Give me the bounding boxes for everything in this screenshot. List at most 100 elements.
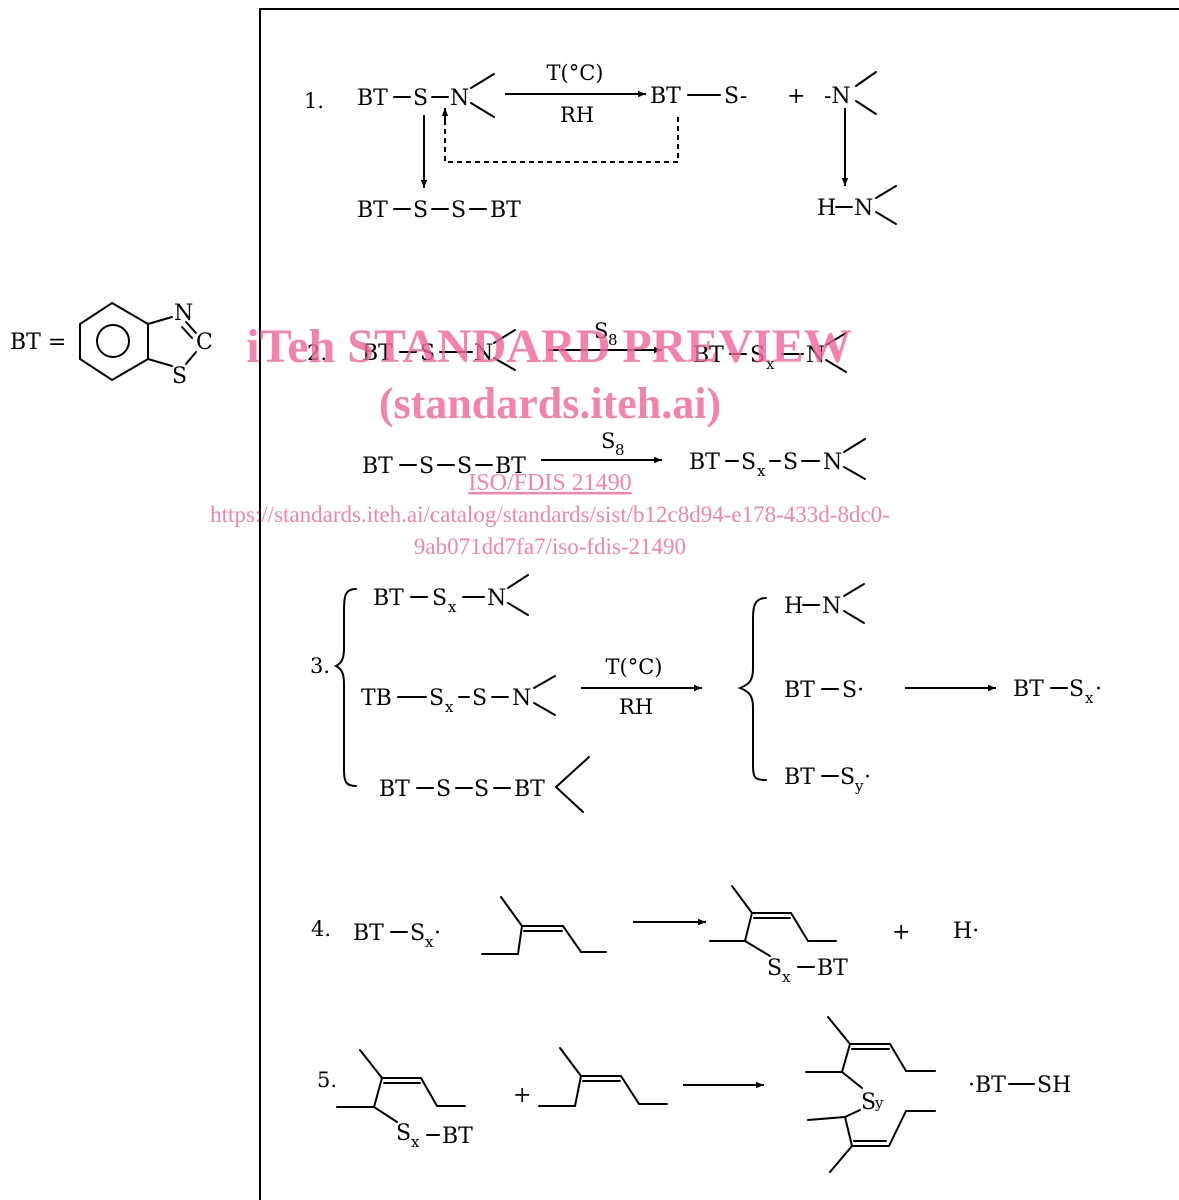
s1-disulfide-bt1: BT <box>357 198 388 223</box>
s3-l1-bt: BT <box>373 586 404 611</box>
s3-l3-s2: S <box>474 777 489 802</box>
bt-equals-label: BT = <box>10 330 66 355</box>
s3-l2-sub: x <box>445 698 454 716</box>
s2-r2-product-n: N <box>823 450 842 475</box>
s1-product-s: S- <box>724 84 747 109</box>
watermark-title: iTeh STANDARD PREVIEW <box>246 320 851 373</box>
s1-disulfide-s1: S <box>413 198 428 223</box>
s3-l2-s: S <box>429 686 444 711</box>
s5-product-sub: y <box>874 1094 884 1112</box>
bt-definition: BT = N C S <box>10 301 213 389</box>
s1-amine-h: H <box>817 196 836 221</box>
s2-r2-bt1: BT <box>362 454 393 479</box>
s2-r2-s2: S <box>457 454 472 479</box>
watermark-url-line2[interactable]: 9ab071dd7fa7/iso-fdis-21490 <box>414 534 686 559</box>
s3-l2-n: N <box>512 686 531 711</box>
s1-amine-n: N <box>854 196 873 221</box>
s3-r2-bt: BT <box>784 678 815 703</box>
s1-reactant-n: N <box>450 86 469 111</box>
watermark-subtitle: (standards.iteh.ai) <box>379 379 721 428</box>
s2-r2-reagent: S <box>601 429 615 453</box>
s1-disulfide-bt2: BT <box>490 198 521 223</box>
s4-alkene <box>481 896 607 955</box>
s3-final-dot: · <box>1095 677 1102 702</box>
s3-r2-s: S· <box>842 678 864 703</box>
s1-disulfide-s2: S <box>451 198 466 223</box>
watermark-url-line1[interactable]: https://standards.iteh.ai/catalog/standa… <box>210 502 890 527</box>
s3-cond-top: T(°C) <box>606 655 663 679</box>
s4-product-bt: BT <box>817 956 848 981</box>
s4-reactant-dot: · <box>434 921 441 946</box>
s1-cond-top: T(°C) <box>547 61 604 85</box>
s1-cond-bottom: RH <box>560 103 594 127</box>
s1-plus: + <box>787 84 805 109</box>
s2-r1-reagent: S <box>594 319 608 343</box>
s4-plus: + <box>892 920 910 945</box>
s5-product <box>805 1016 936 1173</box>
s3-final-s: S <box>1069 677 1084 702</box>
s3-l3-s1: S <box>436 777 451 802</box>
s2-r2-product-sub: x <box>757 462 766 480</box>
s3-l1-s: S <box>432 586 447 611</box>
ring-c-label: C <box>196 330 213 355</box>
watermark: iTeh STANDARD PREVIEW (standards.iteh.ai… <box>210 320 890 559</box>
s1-reactant-s: S <box>413 86 428 111</box>
s2-r1-product-sub: x <box>766 355 775 373</box>
s4-reactant-bt: BT <box>353 921 384 946</box>
s3-l3-bt1: BT <box>379 777 410 802</box>
s2-r2-reagent-sub: 8 <box>615 441 625 459</box>
s5-r1-s: S <box>396 1121 411 1146</box>
s2-r2-product-s1: S <box>741 450 756 475</box>
s4-reactant-sub: x <box>425 933 434 951</box>
s4-reactant-s: S <box>410 921 425 946</box>
s3-final-bt: BT <box>1013 677 1044 702</box>
step-4: 4. BT S x · S x BT + H· <box>311 885 979 986</box>
s2-r1-product-s: S <box>750 343 765 368</box>
s5-plus: + <box>513 1083 531 1108</box>
s4-product-s: S <box>767 956 782 981</box>
s3-r3-bt: BT <box>784 765 815 790</box>
s2-r1-bt: BT <box>362 341 393 366</box>
s3-l3-bt2: BT <box>514 777 545 802</box>
step-number-2: 2. <box>307 341 327 365</box>
s2-r1-reagent-sub: 8 <box>608 331 618 349</box>
s3-final-sub: x <box>1085 689 1094 707</box>
watermark-standard-link[interactable]: ISO/FDIS 21490 <box>468 470 631 496</box>
s1-amine-radical: -N <box>824 84 851 109</box>
step-number-3: 3. <box>310 654 330 678</box>
s2-r1-n: N <box>474 341 493 366</box>
s4-product-sub: x <box>782 968 791 986</box>
s2-r2-s1: S <box>419 454 434 479</box>
s5-alkene <box>538 1047 668 1107</box>
s5-r1-bt: BT <box>442 1124 473 1149</box>
ring-n-label: N <box>174 301 193 326</box>
frame-border <box>259 8 1179 1200</box>
s5-side-bt: ·BT <box>968 1073 1006 1098</box>
s5-r1-sub: x <box>411 1133 420 1151</box>
step-number-5: 5. <box>317 1068 337 1092</box>
s3-l1-n: N <box>487 586 506 611</box>
step-2: 2. BT S N S 8 BT S x N BT S S BT S 8 BT … <box>307 319 866 480</box>
s3-r3-s: S <box>840 765 855 790</box>
s5-reactant-1 <box>336 1049 466 1123</box>
s3-l2-tb: TB <box>361 686 392 711</box>
s3-r1-n: N <box>822 594 841 619</box>
s3-r3-sub: y <box>854 777 864 795</box>
step-5: 5. S x BT + S y ·BT <box>317 1016 1071 1173</box>
s3-cond-bottom: RH <box>619 695 653 719</box>
benzothiazole-structure: N C S <box>79 301 213 389</box>
step-3: 3. BT S x N TB S x S N BT S S BT T(°C) R… <box>310 574 1102 813</box>
s2-r1-product-bt: BT <box>693 343 724 368</box>
s2-r2-product-s2: S <box>783 450 798 475</box>
s3-r3-dot: · <box>864 765 871 790</box>
s3-l1-sub: x <box>448 598 457 616</box>
s3-r1-h: H <box>784 594 803 619</box>
step-number-1: 1. <box>304 89 324 113</box>
s2-r2-product-bt: BT <box>689 450 720 475</box>
step-number-4: 4. <box>311 917 331 941</box>
s1-reactant-bt: BT <box>357 86 388 111</box>
s4-h-radical: H· <box>953 919 979 944</box>
s4-product <box>709 885 837 957</box>
step-1: 1. BT S N T(°C) RH BT S- + -N H N BT S S… <box>304 61 897 225</box>
ring-s-label: S <box>172 364 187 389</box>
